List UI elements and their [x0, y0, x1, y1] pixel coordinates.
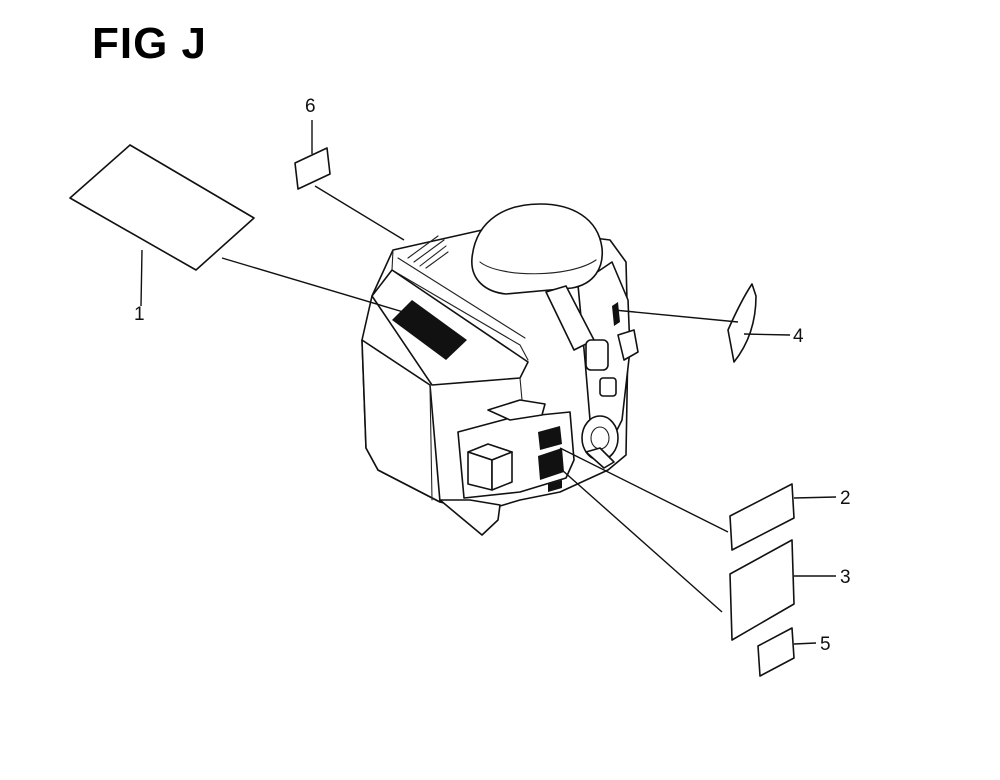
callout-6: 6 — [305, 96, 316, 117]
callout-1: 1 — [134, 304, 145, 325]
part-3-decal — [729, 539, 795, 641]
callout-3: 3 — [840, 567, 851, 588]
leader-4-to-label — [743, 333, 791, 336]
part-5-decal — [757, 627, 795, 677]
engine-label-patches — [392, 235, 620, 492]
leader-6-to-engine — [314, 185, 405, 241]
engine-side-components — [581, 329, 639, 469]
figure-title: FIG J — [92, 19, 208, 68]
leader-lines — [140, 120, 837, 645]
callout-numbers: 1 2 3 4 5 6 — [134, 96, 851, 655]
crankcase-decal-patch-lower — [538, 448, 564, 480]
side-decal-patch — [612, 302, 620, 326]
top-decal-patch — [392, 300, 467, 360]
part-1-decal — [69, 144, 255, 271]
part-2-decal — [729, 483, 795, 551]
leader-4-to-engine — [613, 309, 739, 323]
callout-5: 5 — [820, 634, 831, 655]
part-6-decal — [294, 147, 331, 190]
leader-1-to-part — [140, 249, 143, 307]
leader-1-to-engine — [221, 257, 411, 315]
crankcase-decal-patch-small — [548, 480, 562, 492]
callout-2: 2 — [840, 488, 851, 509]
crankcase-decal-patch-upper — [538, 426, 562, 450]
leader-5-to-label — [793, 642, 817, 645]
leader-2-to-engine — [559, 447, 729, 533]
leader-2-to-label — [793, 496, 837, 499]
part-4-decal — [727, 283, 757, 363]
leader-3-to-engine — [561, 469, 723, 613]
callout-4: 4 — [793, 326, 804, 347]
